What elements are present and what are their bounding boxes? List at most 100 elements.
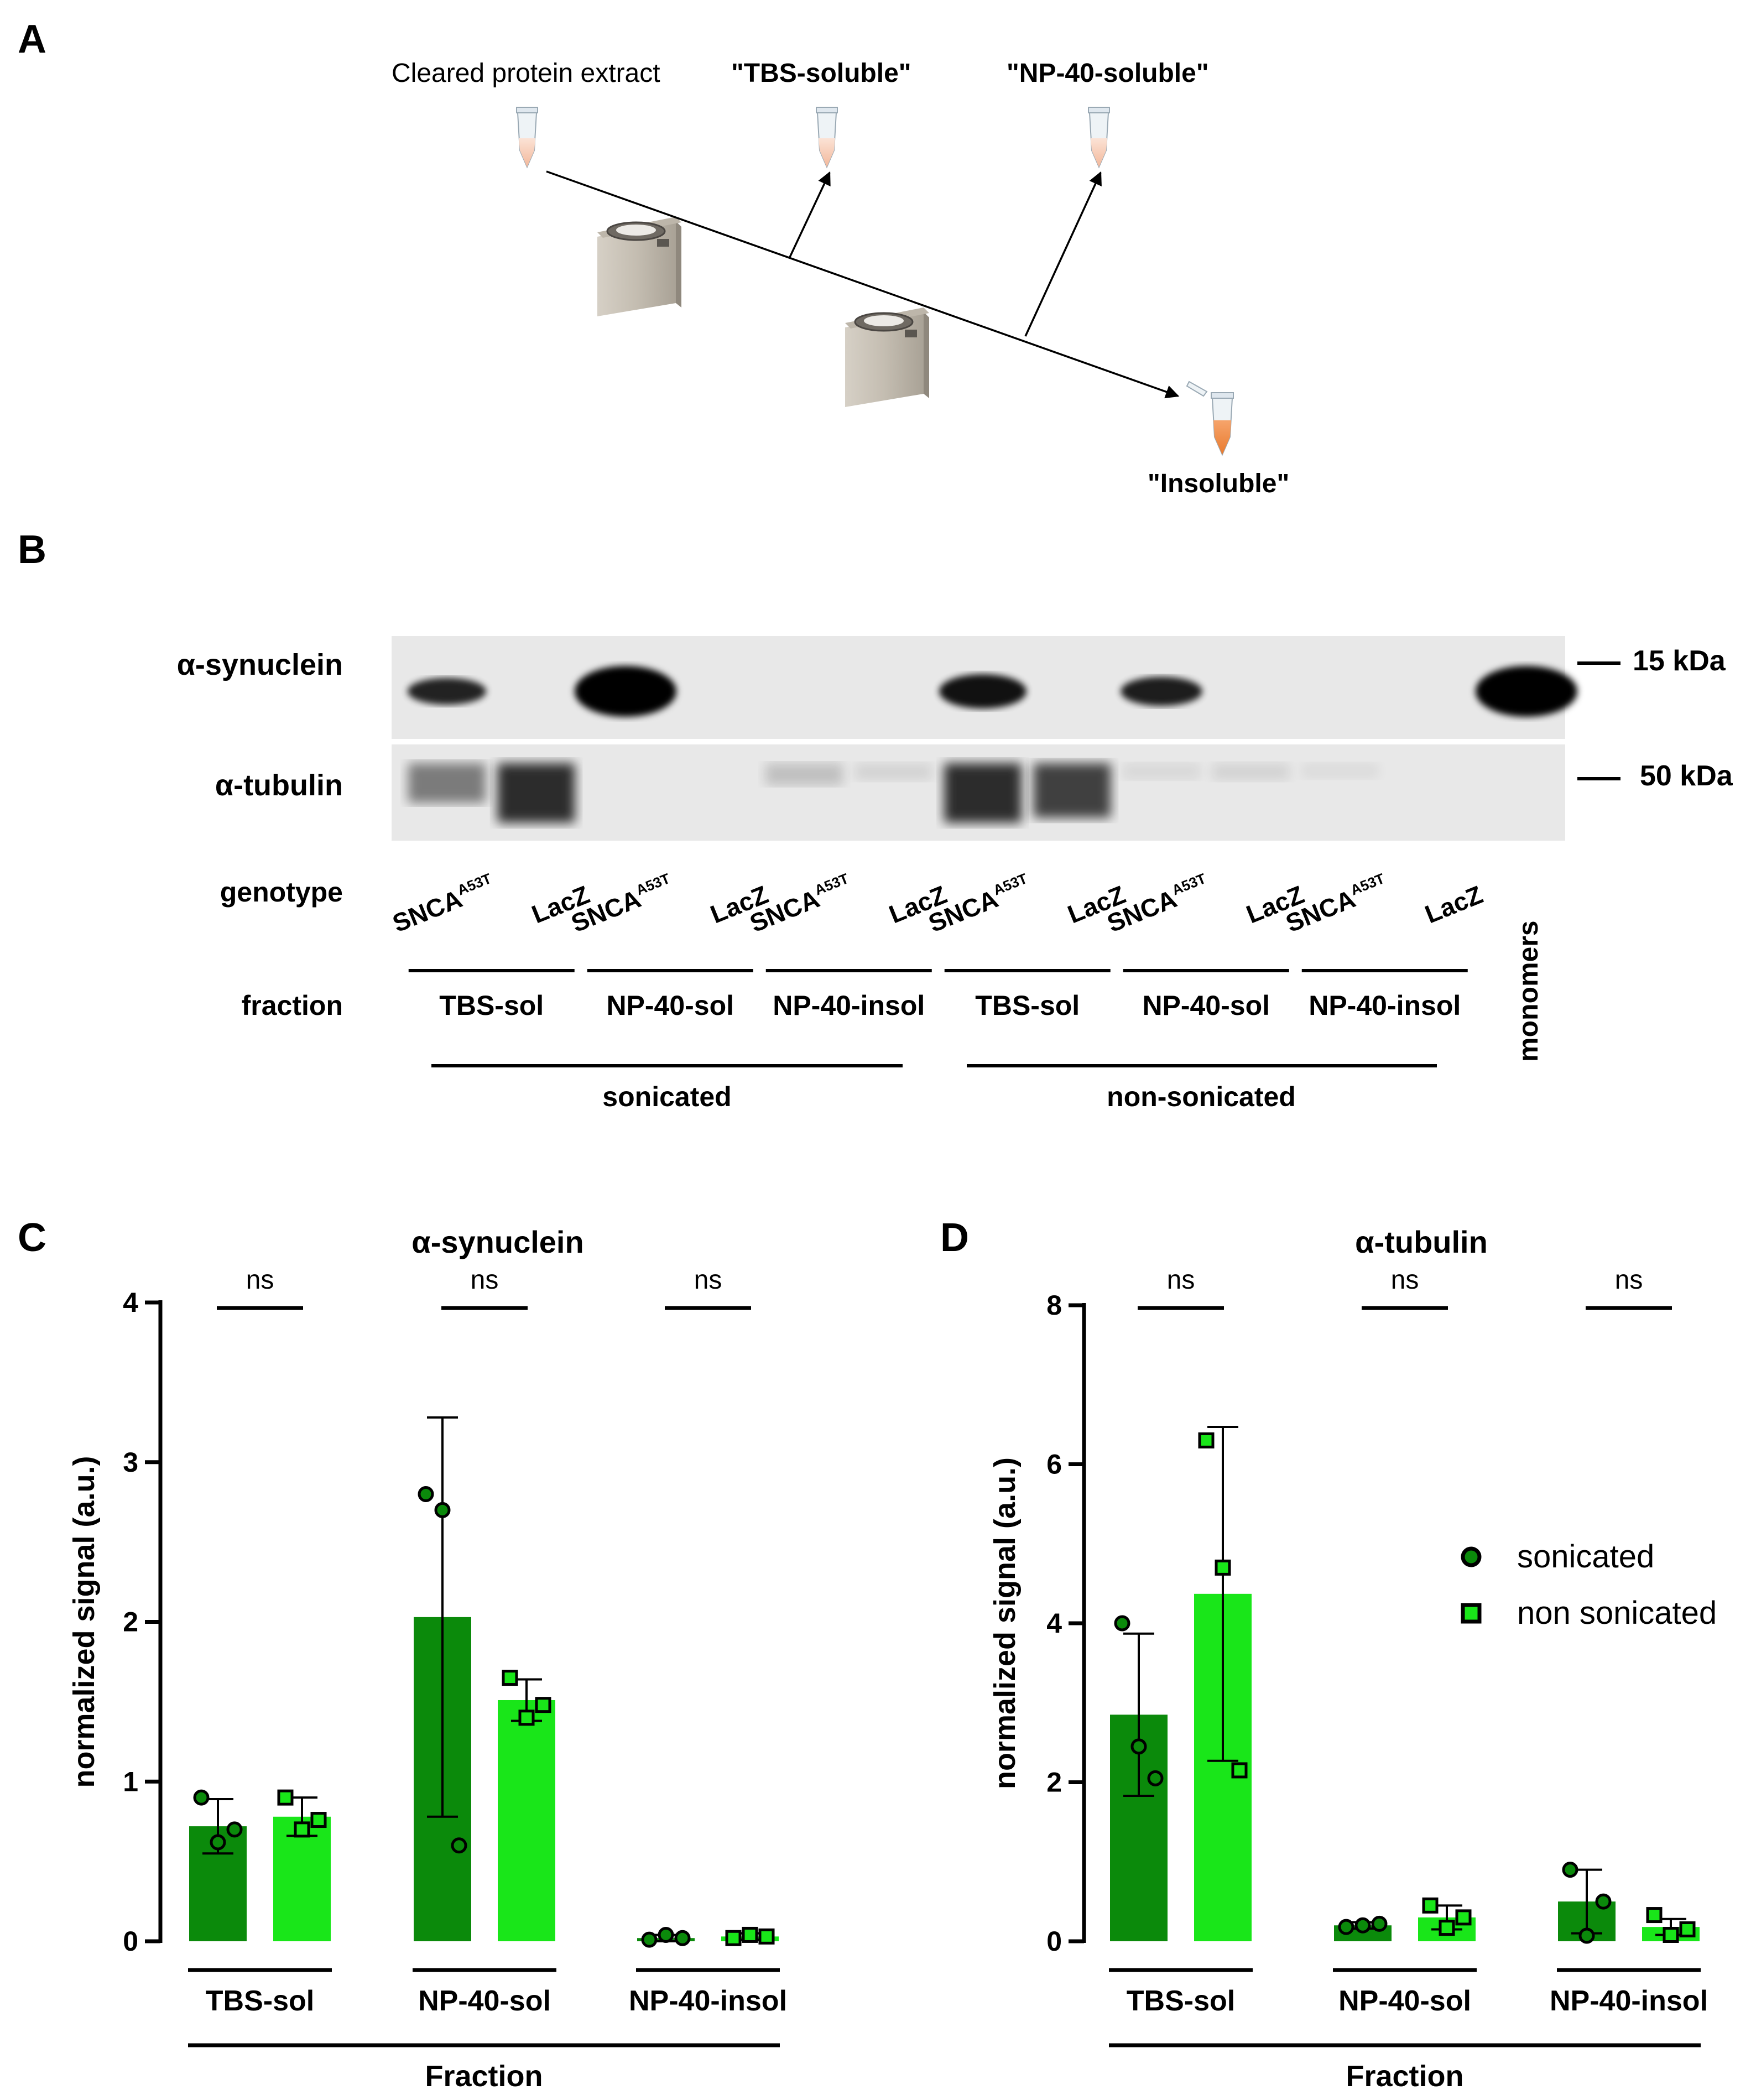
fraction-name: TBS-sol (439, 990, 544, 1021)
fraction-name: NP-40-sol (1142, 990, 1270, 1021)
fraction-label: fraction (242, 990, 343, 1021)
tubulin-band (1301, 763, 1379, 779)
row-label-synuclein: α-synuclein (177, 648, 343, 681)
data-point-circle (1130, 1738, 1147, 1755)
tube-icon (1088, 107, 1110, 169)
fraction-name: NP-40-sol (606, 990, 734, 1021)
genotype-superscript: A53T (1169, 870, 1208, 899)
data-point-square (758, 1928, 775, 1945)
data-point-square (725, 1930, 742, 1946)
data-point-circle (193, 1789, 210, 1806)
data-point-circle (1371, 1915, 1388, 1932)
synuclein-band (939, 674, 1026, 709)
significance-label: ns (471, 1265, 499, 1295)
synuclein-band (575, 666, 676, 717)
tube-icon (516, 107, 538, 169)
y-tick-label: 1 (123, 1766, 138, 1797)
data-point-circle (210, 1834, 226, 1851)
fraction-name: NP-40-insol (773, 990, 925, 1021)
tube-icon (816, 107, 838, 169)
tubulin-band (854, 763, 932, 780)
data-point-circle (1354, 1917, 1371, 1934)
category-label: NP-40-sol (1338, 1985, 1471, 2017)
category-label: TBS-sol (1127, 1985, 1235, 2017)
category-label: NP-40-sol (418, 1985, 551, 2017)
data-point-circle (418, 1486, 434, 1502)
genotype-label-lane: LacZ (1421, 880, 1487, 929)
panel-b-letter: B (18, 528, 46, 572)
synuclein-band (1121, 676, 1202, 706)
tubulin-band (408, 763, 486, 803)
data-point-square (310, 1812, 327, 1828)
x-axis-label: Fraction (425, 2060, 543, 2093)
flow-arrow (789, 171, 831, 258)
open-tube-icon (1186, 381, 1234, 456)
chart-title: α-tubulin (1355, 1224, 1488, 1259)
data-point-circle (658, 1926, 674, 1943)
genotype-label-lane: SNCAA53T (388, 870, 499, 938)
panel-d-letter: D (940, 1216, 969, 1260)
fraction-name: NP-40-insol (1309, 990, 1461, 1021)
marker-50kda: 50 kDa (1640, 760, 1733, 792)
tubulin-band (765, 763, 843, 785)
data-point-circle (451, 1837, 467, 1854)
centrifuge-icon (597, 217, 681, 316)
genotype-superscript: A53T (1348, 870, 1387, 899)
data-point-circle (1562, 1862, 1578, 1878)
legend-marker-square (1461, 1603, 1482, 1624)
data-point-square (1455, 1909, 1472, 1926)
significance-label: ns (1167, 1265, 1195, 1295)
label-insoluble: "Insoluble" (1148, 469, 1289, 498)
significance-label: ns (1391, 1265, 1419, 1295)
data-point-circle (1114, 1615, 1130, 1632)
bar-square (498, 1700, 555, 1941)
y-tick-label: 4 (123, 1287, 138, 1318)
data-point-square (502, 1670, 518, 1686)
tubulin-band (1123, 763, 1200, 780)
y-tick-label: 2 (1046, 1767, 1062, 1798)
y-tick-label: 4 (1046, 1608, 1062, 1639)
data-point-circle (226, 1821, 243, 1838)
genotype-superscript: A53T (455, 870, 493, 899)
data-point-square (1646, 1907, 1663, 1924)
legend-entry: non sonicated (1517, 1595, 1717, 1631)
data-point-square (1215, 1559, 1231, 1576)
data-point-square (1679, 1921, 1696, 1937)
legend-marker-circle (1461, 1546, 1482, 1567)
synuclein-band (407, 678, 487, 705)
y-tick-label: 2 (123, 1607, 138, 1638)
fraction-name: TBS-sol (975, 990, 1080, 1021)
label-tbs-soluble: "TBS-soluble" (731, 59, 911, 88)
group-sonicated: sonicated (602, 1081, 731, 1112)
group-non-sonicated: non-sonicated (1107, 1081, 1296, 1112)
data-point-circle (1578, 1927, 1595, 1944)
y-tick-label: 0 (123, 1926, 138, 1957)
data-point-square (294, 1821, 310, 1838)
flow-arrow (1024, 171, 1102, 337)
marker-15kda: 15 kDa (1633, 645, 1726, 677)
panel-b: B α-synuclein α-tubulin 15 kDa 50 kDa ge… (18, 528, 1733, 1112)
category-label: TBS-sol (206, 1985, 314, 2017)
label-cleared-extract: Cleared protein extract (392, 59, 660, 88)
significance-label: ns (1615, 1265, 1643, 1295)
panel-a: A Cleared protein extract "TBS-soluble" … (18, 17, 1289, 498)
data-point-square (518, 1710, 535, 1726)
data-point-square (1422, 1897, 1439, 1914)
tubulin-band (944, 763, 1022, 823)
data-point-circle (1147, 1770, 1164, 1786)
synuclein-band (1476, 666, 1577, 717)
data-point-circle (1595, 1893, 1612, 1910)
data-point-circle (641, 1931, 658, 1948)
flow-arrow (546, 170, 1180, 399)
significance-label: ns (694, 1265, 722, 1295)
y-tick-label: 3 (123, 1447, 138, 1478)
panel-a-letter: A (18, 17, 46, 61)
data-point-square (535, 1697, 551, 1713)
genotype-superscript: A53T (633, 870, 672, 899)
data-point-circle (1338, 1919, 1354, 1935)
x-axis-label: Fraction (1346, 2060, 1463, 2093)
tubulin-band (497, 763, 575, 823)
data-point-square (1663, 1927, 1679, 1943)
data-point-circle (674, 1930, 691, 1946)
data-point-square (1439, 1920, 1455, 1936)
